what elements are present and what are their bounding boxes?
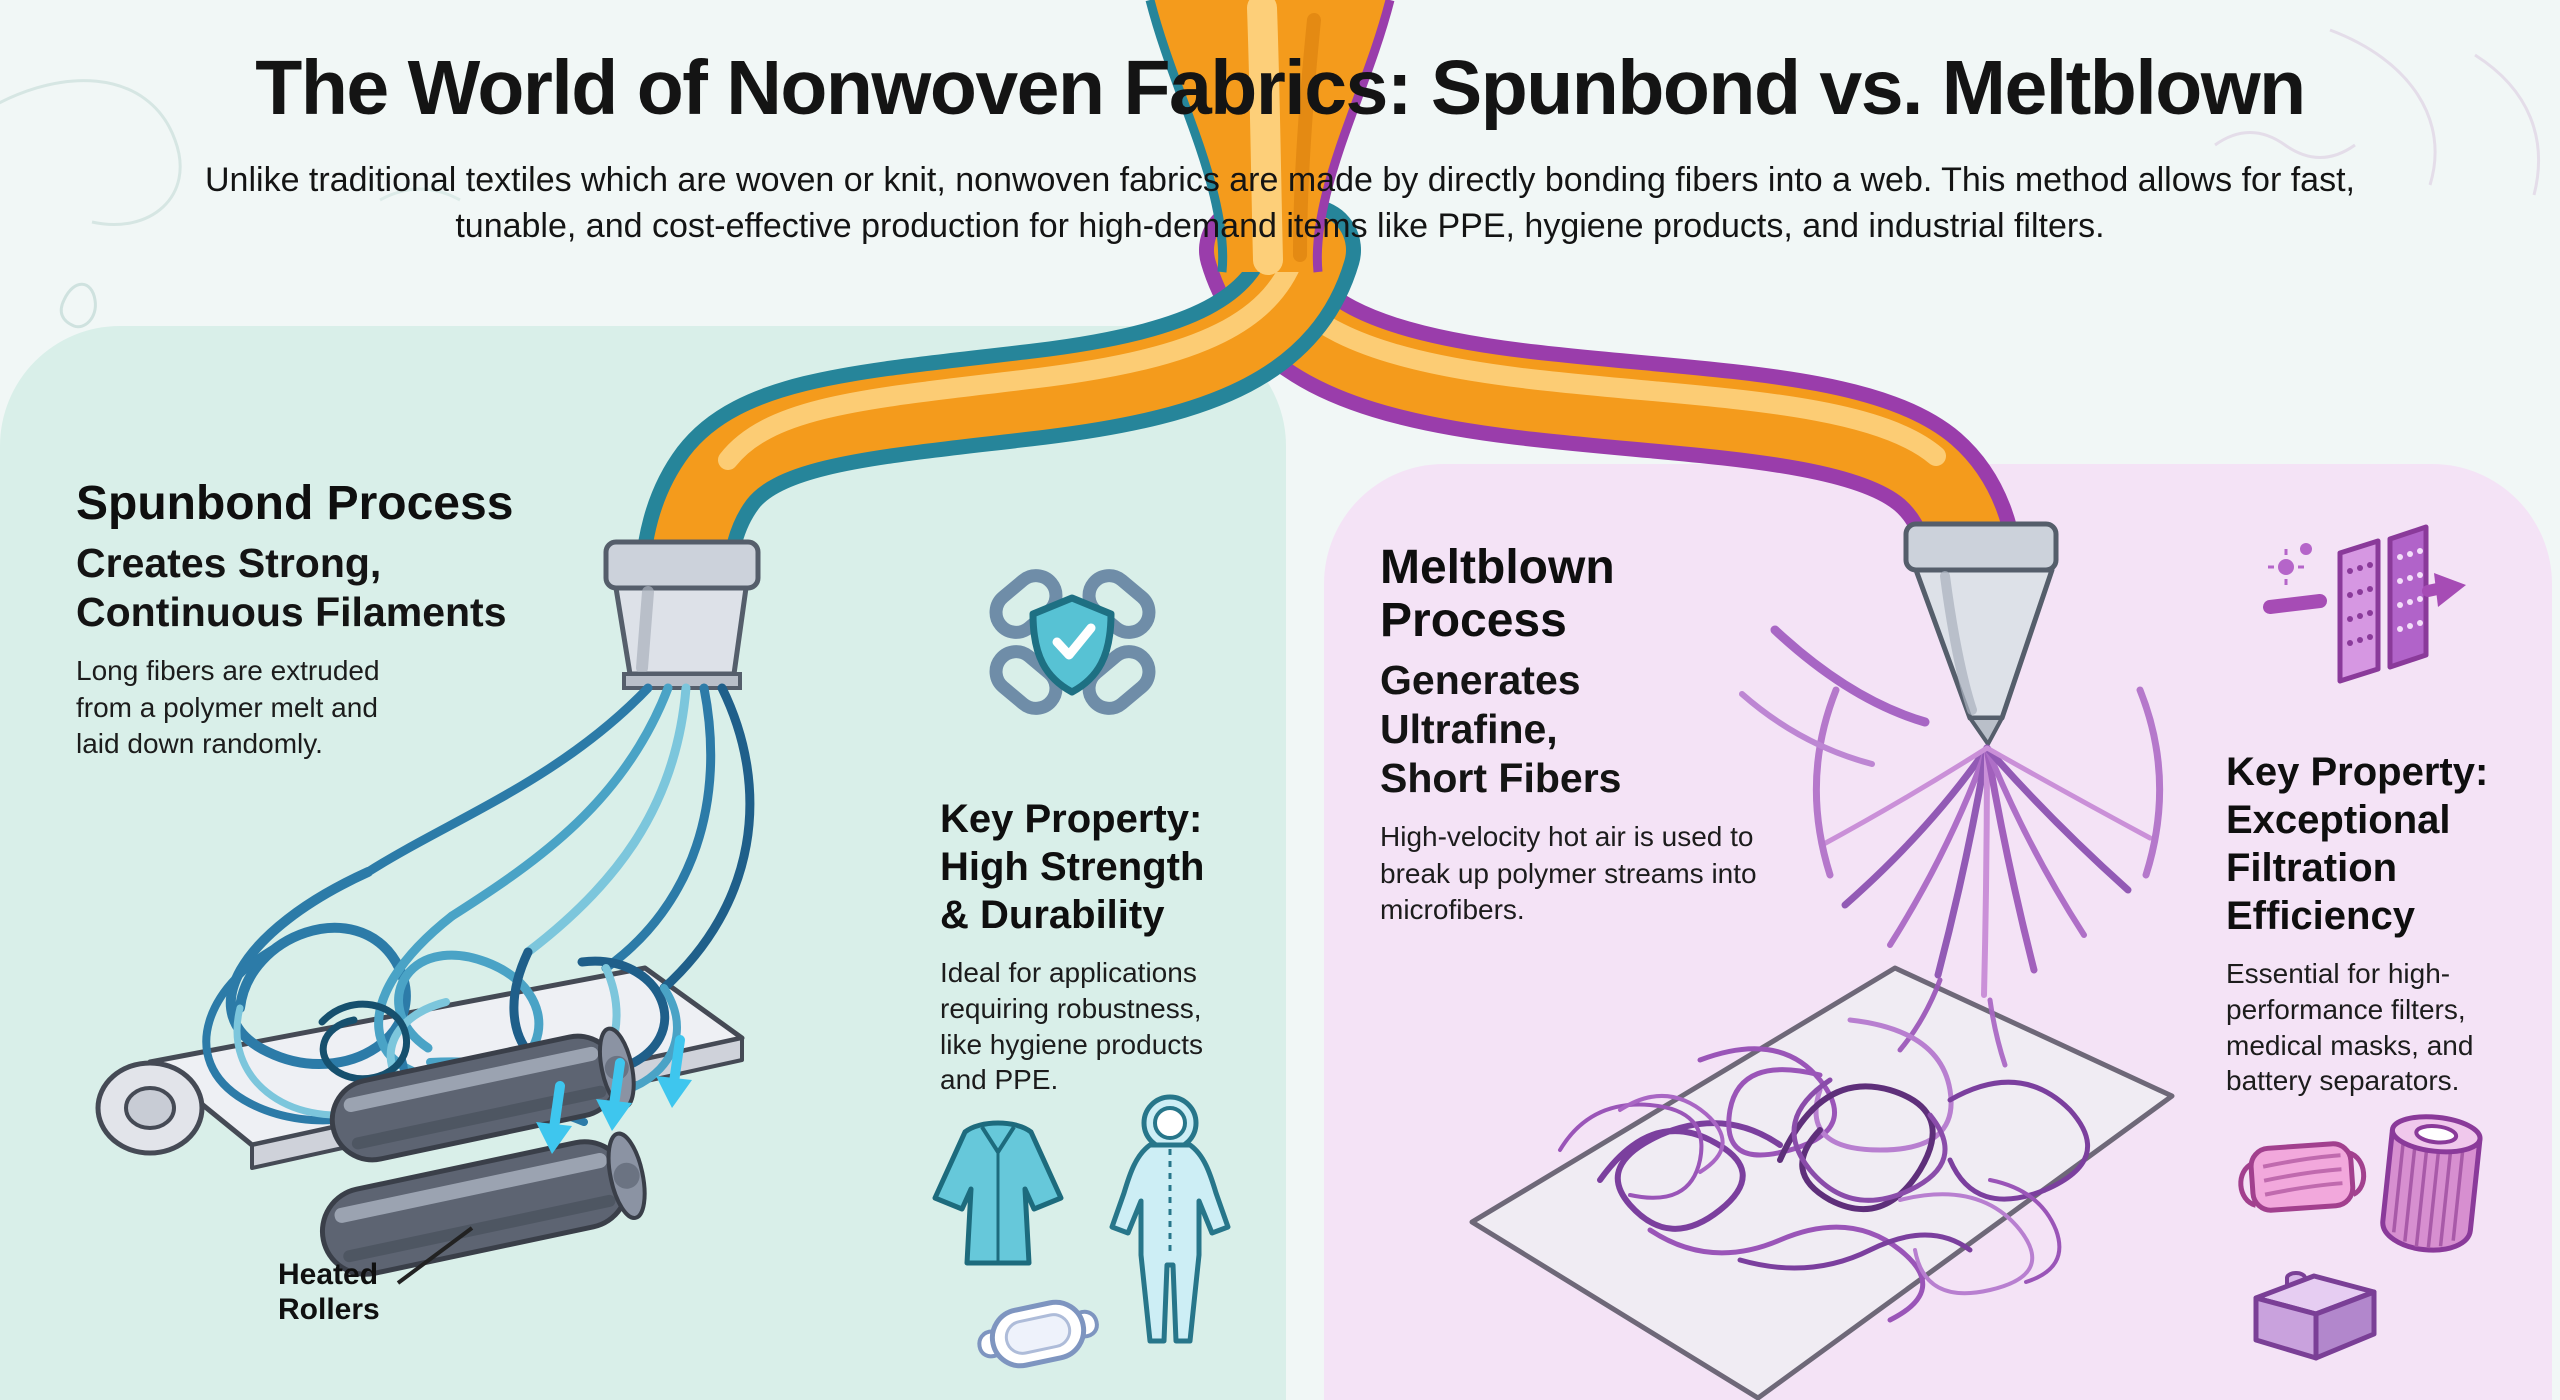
meltblown-section: Meltblown Process Generates Ultrafine, S… <box>1380 541 1810 928</box>
spunbond-heading: Spunbond Process <box>76 477 514 530</box>
filtration-panels-icon <box>2262 510 2472 732</box>
sanitary-pad-icon <box>966 1272 1111 1397</box>
spunbond-subheading: Creates Strong, Continuous Filaments <box>76 539 507 635</box>
heated-rollers-label: Heated Rollers <box>278 1258 380 1326</box>
intro-text: Unlike traditional textiles which are wo… <box>205 161 2355 245</box>
meltblown-heading: Meltblown Process <box>1380 541 1615 647</box>
spunbond-key-property: Key Property: High Strength & Durability… <box>940 795 1250 1098</box>
face-mask-icon <box>2230 1118 2375 1240</box>
meltblown-key-property: Key Property: Exceptional Filtration Eff… <box>2226 748 2526 1099</box>
medical-gown-icon <box>918 1100 1078 1275</box>
meltblown-key-property-description: Essential for high-performance filters, … <box>2226 958 2474 1097</box>
spunbond-section: Spunbond Process Creates Strong, Continu… <box>76 477 566 762</box>
spunbond-key-property-title: Key Property: High Strength & Durability <box>940 797 1205 937</box>
protective-suit-icon <box>1098 1085 1243 1355</box>
meltblown-key-property-title: Key Property: Exceptional Filtration Eff… <box>2226 750 2489 938</box>
chain-links-shield-icon <box>965 540 1180 745</box>
spunbond-description: Long fibers are extruded from a polymer … <box>76 655 380 759</box>
meltblown-description: High-velocity hot air is used to break u… <box>1380 821 1757 925</box>
cylindrical-filter-icon <box>2374 1104 2489 1264</box>
meltblown-subheading: Generates Ultrafine, Short Fibers <box>1380 656 1622 801</box>
battery-icon <box>2238 1256 2390 1374</box>
spunbond-key-property-description: Ideal for applications requiring robustn… <box>940 957 1204 1096</box>
page-title: The World of Nonwoven Fabrics: Spunbond … <box>255 45 2306 131</box>
